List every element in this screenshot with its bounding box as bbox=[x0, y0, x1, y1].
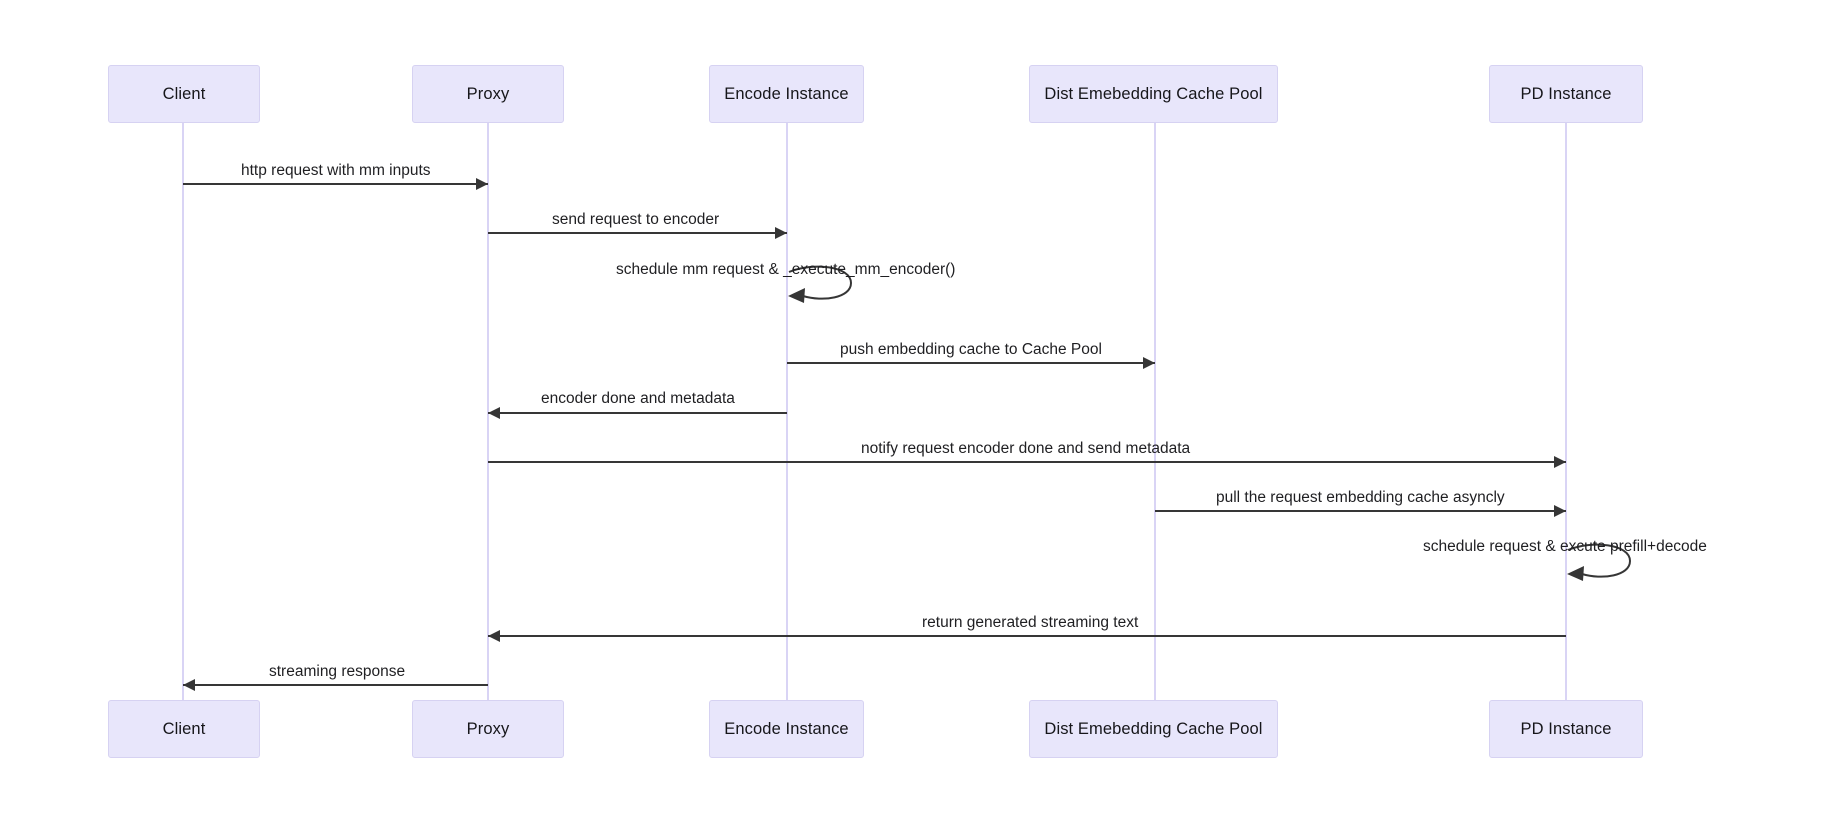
message-line-m7[interactable] bbox=[1155, 510, 1566, 512]
arrow-head-m5 bbox=[488, 407, 500, 419]
actor-label-cachepool: Dist Emebedding Cache Pool bbox=[1044, 84, 1263, 103]
message-label-m8: schedule request & excute prefill+decode bbox=[1423, 538, 1707, 555]
message-label-m10: streaming response bbox=[269, 663, 406, 680]
lifeline-cachepool bbox=[1154, 123, 1156, 700]
arrow-head-m2 bbox=[775, 227, 787, 239]
message-label-m4: push embedding cache to Cache Pool bbox=[840, 341, 1102, 358]
actor-box-cachepool-bottom[interactable]: Dist Emebedding Cache Pool bbox=[1029, 700, 1278, 758]
message-line-m6[interactable] bbox=[488, 461, 1566, 463]
message-line-m10[interactable] bbox=[183, 684, 488, 686]
actor-box-pd-top[interactable]: PD Instance bbox=[1489, 65, 1643, 123]
message-line-m4[interactable] bbox=[787, 362, 1155, 364]
message-line-m5[interactable] bbox=[488, 412, 787, 414]
message-label-m9: return generated streaming text bbox=[922, 614, 1139, 631]
message-label-m3: schedule mm request & _execute_mm_encode… bbox=[616, 261, 956, 278]
message-line-m2[interactable] bbox=[488, 232, 787, 234]
actor-label-encode: Encode Instance bbox=[724, 84, 849, 103]
message-line-m9[interactable] bbox=[488, 635, 1566, 637]
message-label-m6: notify request encoder done and send met… bbox=[861, 440, 1191, 457]
actor-label-pd: PD Instance bbox=[1520, 84, 1612, 103]
message-label-m2: send request to encoder bbox=[552, 211, 720, 228]
actor-label-encode: Encode Instance bbox=[724, 719, 849, 738]
actor-label-client: Client bbox=[162, 84, 206, 103]
actor-label-proxy: Proxy bbox=[466, 84, 510, 103]
actor-box-encode-bottom[interactable]: Encode Instance bbox=[709, 700, 864, 758]
actor-label-client: Client bbox=[162, 719, 206, 738]
actor-box-encode-top[interactable]: Encode Instance bbox=[709, 65, 864, 123]
message-label-m7: pull the request embedding cache asyncly bbox=[1216, 489, 1505, 506]
arrow-head-m7 bbox=[1554, 505, 1566, 517]
arrow-head-m4 bbox=[1143, 357, 1155, 369]
actor-box-client-top[interactable]: Client bbox=[108, 65, 260, 123]
actor-label-proxy: Proxy bbox=[466, 719, 510, 738]
arrow-head-m10 bbox=[183, 679, 195, 691]
actor-box-pd-bottom[interactable]: PD Instance bbox=[1489, 700, 1643, 758]
lifeline-client bbox=[182, 123, 184, 700]
message-label-m5: encoder done and metadata bbox=[541, 390, 735, 407]
message-label-m1: http request with mm inputs bbox=[241, 162, 431, 179]
actor-box-cachepool-top[interactable]: Dist Emebedding Cache Pool bbox=[1029, 65, 1278, 123]
self-message-loop-m8[interactable] bbox=[1566, 542, 1640, 588]
lifeline-pd bbox=[1565, 123, 1567, 700]
arrow-head-m6 bbox=[1554, 456, 1566, 468]
actor-label-cachepool: Dist Emebedding Cache Pool bbox=[1044, 719, 1263, 738]
actor-box-proxy-top[interactable]: Proxy bbox=[412, 65, 564, 123]
arrow-head-m9 bbox=[488, 630, 500, 642]
self-message-loop-m3[interactable] bbox=[787, 264, 861, 310]
arrow-head-m1 bbox=[476, 178, 488, 190]
message-line-m1[interactable] bbox=[183, 183, 488, 185]
actor-box-client-bottom[interactable]: Client bbox=[108, 700, 260, 758]
lifeline-encode bbox=[786, 123, 788, 700]
actor-label-pd: PD Instance bbox=[1520, 719, 1612, 738]
actor-box-proxy-bottom[interactable]: Proxy bbox=[412, 700, 564, 758]
